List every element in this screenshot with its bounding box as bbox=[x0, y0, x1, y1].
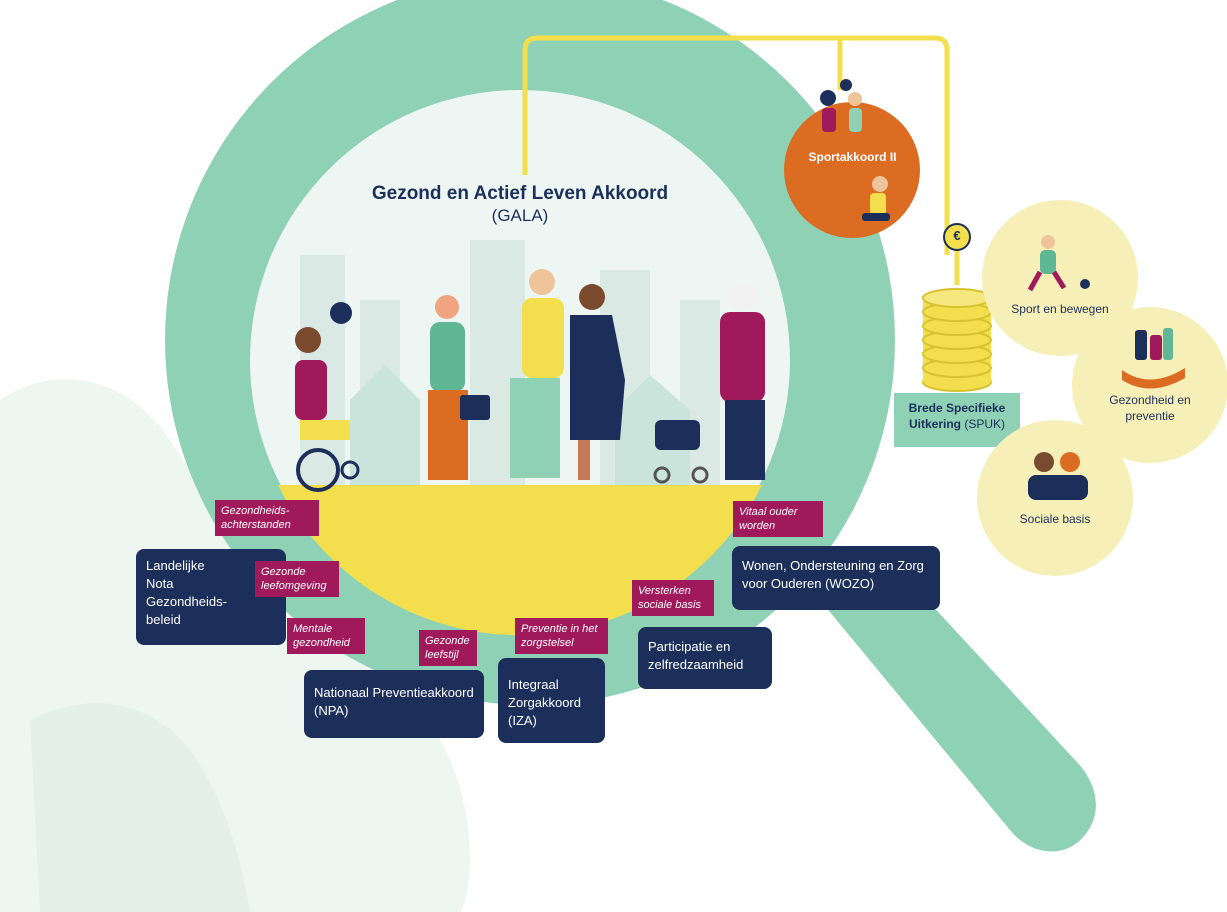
spuk-box bbox=[894, 393, 1020, 447]
houses bbox=[350, 365, 690, 485]
sport-figures bbox=[820, 79, 890, 221]
magnifier-handle bbox=[820, 560, 1096, 852]
tag-leefstijl: Gezonde leefstijl bbox=[419, 630, 477, 666]
gala-subtitle: (GALA) bbox=[491, 206, 549, 225]
policy-box-npa: Nationaal Preventieakkoord (NPA) bbox=[304, 670, 484, 738]
tag-mentale: Mentale gezondheid bbox=[287, 618, 365, 654]
policy-box-iza: Integraal Zorgakkoord (IZA) bbox=[498, 658, 605, 743]
euro-coin-badge bbox=[943, 223, 971, 251]
outcome-icons bbox=[1027, 235, 1185, 500]
outcome-label-sociale: Sociale basis bbox=[1019, 512, 1091, 526]
background-hand-shape-finger bbox=[30, 703, 250, 912]
spuk-line1: Brede Specifieke bbox=[908, 401, 1006, 415]
spuk-label: Brede Specifieke Uitkering (SPUK) bbox=[897, 400, 1017, 432]
gala-title: Gezond en Actief Leven Akkoord bbox=[371, 183, 669, 204]
tag-sociale-basis: Versterken sociale basis bbox=[632, 580, 714, 616]
tag-zorgstelsel: Preventie in het zorgstelsel bbox=[515, 618, 608, 654]
spuk-line2: Uitkering (SPUK) bbox=[897, 416, 1017, 432]
outcome-label-gezondheid: Gezondheid en preventie bbox=[1109, 393, 1191, 423]
coin-stack bbox=[922, 288, 992, 392]
sportakkoord-label: Sportakkoord II bbox=[808, 150, 897, 164]
policy-box-nota: Landelijke Nota Gezondheids-beleid bbox=[136, 549, 286, 645]
tag-achterstanden: Gezondheids-achterstanden bbox=[215, 500, 319, 536]
euro-icon: € bbox=[953, 228, 961, 243]
yellow-connector bbox=[522, 35, 960, 285]
policy-box-wozo: Wonen, Ondersteuning en Zorg voor Oudere… bbox=[732, 546, 940, 610]
spuk-line2-bold: Uitkering bbox=[908, 417, 961, 431]
people-illustration bbox=[295, 269, 765, 492]
tag-ouder-worden: Vitaal ouder worden bbox=[733, 501, 823, 537]
tag-leefomgeving: Gezonde leefomgeving bbox=[255, 561, 339, 597]
policy-box-participatie: Participatie en zelfredzaamheid bbox=[638, 627, 772, 689]
spuk-line2-rest: (SPUK) bbox=[964, 417, 1006, 431]
outcome-label-sport: Sport en bewegen bbox=[1011, 302, 1109, 316]
